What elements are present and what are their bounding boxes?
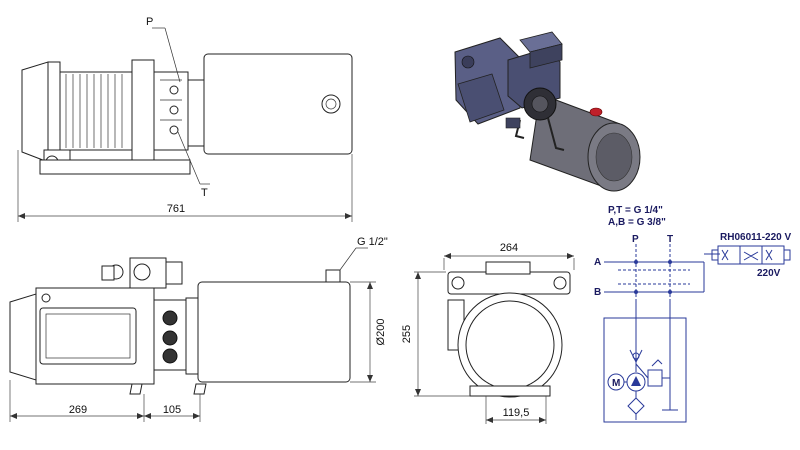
power-unit-box <box>603 317 687 423</box>
tank <box>203 53 353 155</box>
solenoid-valve <box>717 245 785 265</box>
dim-bottom: 119,5 <box>503 407 530 419</box>
flange-plate <box>187 79 205 147</box>
dim-width: 264 <box>500 242 518 254</box>
filter-symbol <box>627 397 645 415</box>
hydraulic-schematic <box>603 244 791 423</box>
dim-height: 255 <box>401 325 413 343</box>
motor-fins <box>65 74 123 148</box>
row-a: A <box>594 257 601 268</box>
front-port-label: G 1/2" <box>357 236 388 248</box>
coupling <box>131 59 155 161</box>
front-view <box>9 247 376 422</box>
motor-end-cap <box>21 61 49 163</box>
front-motor-cap <box>9 293 37 381</box>
side-valve <box>447 271 571 295</box>
dim-left: 269 <box>69 404 87 416</box>
ports-line2: A,B = G 3/8" <box>608 217 666 228</box>
motor-flange <box>47 61 61 163</box>
filler-cap <box>321 94 341 114</box>
label-p-top: P <box>146 16 153 28</box>
col-p: P <box>632 234 639 245</box>
label-t-top: T <box>201 187 208 199</box>
side-tank-inner <box>465 300 555 390</box>
top-view <box>17 27 353 222</box>
render-terminal-box <box>457 73 505 123</box>
render-filler-cap <box>589 107 603 117</box>
dim-mid: 105 <box>163 404 181 416</box>
front-filler <box>325 269 341 283</box>
dim-diameter: Ø200 <box>375 319 387 346</box>
render-3d <box>454 31 641 192</box>
relief-valve <box>647 369 663 387</box>
valve-voltage: 220V <box>757 268 781 279</box>
side-base <box>469 385 551 397</box>
motor-body <box>59 71 133 151</box>
base-plate <box>39 159 191 175</box>
front-terminal-box <box>39 307 137 365</box>
motor-label: M <box>612 378 620 389</box>
col-t: T <box>667 234 673 245</box>
ports-line1: P,T = G 1/4" <box>608 205 663 216</box>
side-view <box>414 253 575 424</box>
row-b: B <box>594 287 601 298</box>
valve-model: RH06011-220 V <box>720 232 791 243</box>
dim-length: 761 <box>167 203 185 215</box>
front-tank <box>197 281 351 383</box>
